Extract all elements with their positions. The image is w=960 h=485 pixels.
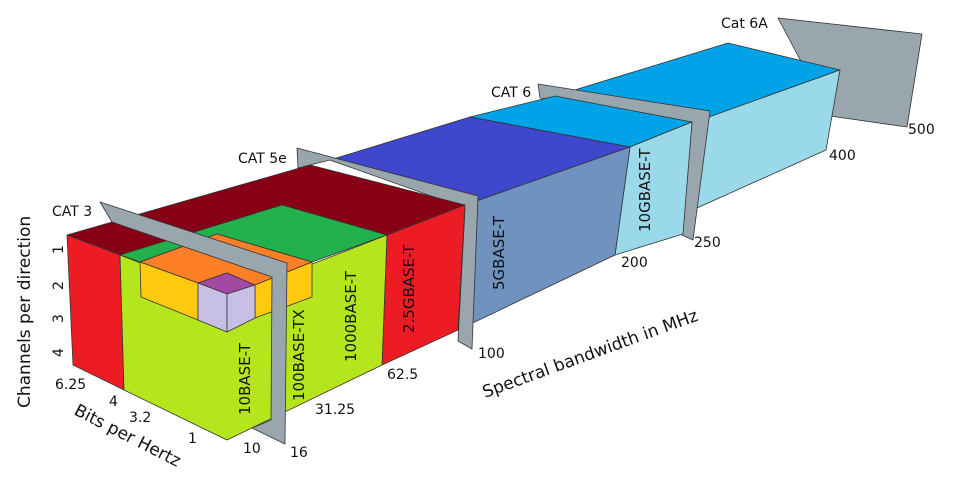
bandwidth-tick: 400 (829, 148, 856, 164)
bits-tick: 1 (188, 431, 197, 447)
bandwidth-tick: 500 (908, 122, 935, 138)
label-cat6: CAT 6 (491, 85, 531, 101)
bits-tick: 6.25 (55, 377, 86, 393)
channels-tick: 3 (51, 314, 67, 323)
left-side-face (66, 234, 125, 391)
bandwidth-tick: 200 (621, 255, 648, 271)
bandwidth-tick: 62.5 (387, 367, 418, 383)
label-cat5e: CAT 5e (238, 151, 287, 167)
label-100base-tx: 100BASE-TX (290, 309, 308, 401)
panel-cat3 (99, 201, 288, 445)
bandwidth-tick: 31.25 (315, 402, 355, 418)
bits-tick: 3.2 (129, 410, 151, 426)
label-cat3: CAT 3 (52, 204, 92, 220)
label-10gbase-t: 10GBASE-T (636, 148, 654, 232)
10base-right-face (226, 284, 256, 333)
axis-title-bandwidth: Spectral bandwidth in MHz (480, 306, 701, 403)
label-2-5gbase-t: 2.5GBASE-T (400, 244, 418, 333)
bits-tick: 4 (109, 394, 118, 410)
axis-title-channels: Channels per direction (15, 216, 35, 408)
label-5gbase-t: 5GBASE-T (490, 215, 508, 290)
bandwidth-tick: 16 (290, 445, 308, 461)
channels-tick: 4 (51, 348, 67, 357)
channels-tick: 2 (51, 281, 67, 290)
channels-tick: 1 (51, 245, 67, 254)
bandwidth-tick: 100 (478, 346, 505, 362)
bandwidth-tick: 250 (694, 235, 721, 251)
label-1000base-t: 1000BASE-T (342, 270, 360, 362)
label-10base-t: 10BASE-T (236, 342, 254, 415)
bandwidth-tick: 10 (243, 441, 261, 457)
label-cat6a: Cat 6A (721, 16, 768, 32)
